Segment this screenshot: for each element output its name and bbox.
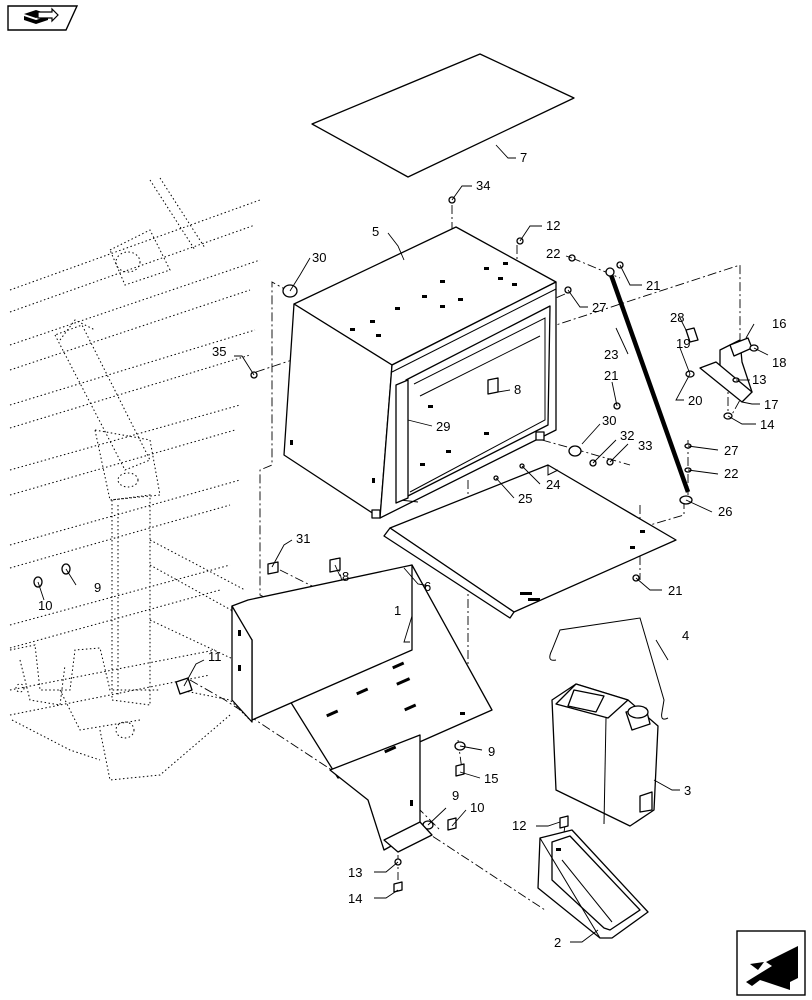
part-6-lid xyxy=(383,464,677,619)
part-3-canister xyxy=(551,683,659,827)
leader-lines xyxy=(37,144,769,943)
callout-label: 4 xyxy=(682,628,689,643)
part-7-cover xyxy=(311,53,575,178)
part-1-support-bracket xyxy=(231,564,493,853)
callout-label: 27 xyxy=(724,443,738,458)
book-arrow-icon[interactable] xyxy=(7,5,79,31)
part-17-hinge-arm xyxy=(699,361,753,403)
part-4-hanger xyxy=(549,617,669,720)
part-2-holder xyxy=(537,829,649,939)
callout-label: 25 xyxy=(518,491,532,506)
callout-label: 12 xyxy=(512,818,526,833)
next-page-arrow-icon[interactable] xyxy=(736,930,806,996)
callout-label: 34 xyxy=(476,178,490,193)
callout-label: 10 xyxy=(470,800,484,815)
callout-label: 22 xyxy=(724,466,738,481)
callout-label: 3 xyxy=(684,783,691,798)
callout-label: 23 xyxy=(604,347,618,362)
callout-label: 16 xyxy=(772,316,786,331)
callout-label: 28 xyxy=(670,310,684,325)
callout-label: 24 xyxy=(546,477,560,492)
callout-label: 11 xyxy=(208,649,222,664)
callout-label: 6 xyxy=(424,579,431,594)
callout-label: 12 xyxy=(546,218,560,233)
callout-label: 14 xyxy=(348,891,362,906)
callout-label: 20 xyxy=(688,393,702,408)
callout-label: 19 xyxy=(676,336,690,351)
callout-label: 31 xyxy=(296,531,310,546)
callout-label: 13 xyxy=(348,865,362,880)
callout-label: 17 xyxy=(764,397,778,412)
callout-label: 29 xyxy=(436,419,450,434)
callout-label: 8 xyxy=(514,382,521,397)
callout-label: 33 xyxy=(638,438,652,453)
callout-label: 5 xyxy=(372,224,379,239)
callout-label: 7 xyxy=(520,150,527,165)
callout-labels: 7 34 12 5 30 22 21 27 16 28 18 35 23 19 … xyxy=(38,150,786,950)
callout-label: 9 xyxy=(452,788,459,803)
callout-label: 30 xyxy=(312,250,326,265)
callout-label: 35 xyxy=(212,344,226,359)
callout-label: 27 xyxy=(592,300,606,315)
callout-label: 32 xyxy=(620,428,634,443)
callout-label: 8 xyxy=(342,569,349,584)
callout-label: 15 xyxy=(484,771,498,786)
part-5-toolbox xyxy=(283,226,557,519)
callout-label: 2 xyxy=(554,935,561,950)
callout-label: 30 xyxy=(602,413,616,428)
callout-label: 26 xyxy=(718,504,732,519)
callout-label: 9 xyxy=(488,744,495,759)
part-23-gas-strut xyxy=(605,267,693,505)
callout-label: 13 xyxy=(752,372,766,387)
callout-label: 21 xyxy=(646,278,660,293)
callout-label: 21 xyxy=(604,368,618,383)
callout-label: 22 xyxy=(546,246,560,261)
callout-label: 18 xyxy=(772,355,786,370)
callout-label: 14 xyxy=(760,417,774,432)
machine-frame xyxy=(9,177,261,781)
callout-label: 1 xyxy=(394,603,401,618)
callout-label: 10 xyxy=(38,598,52,613)
callout-label: 21 xyxy=(668,583,682,598)
callout-label: 9 xyxy=(94,580,101,595)
